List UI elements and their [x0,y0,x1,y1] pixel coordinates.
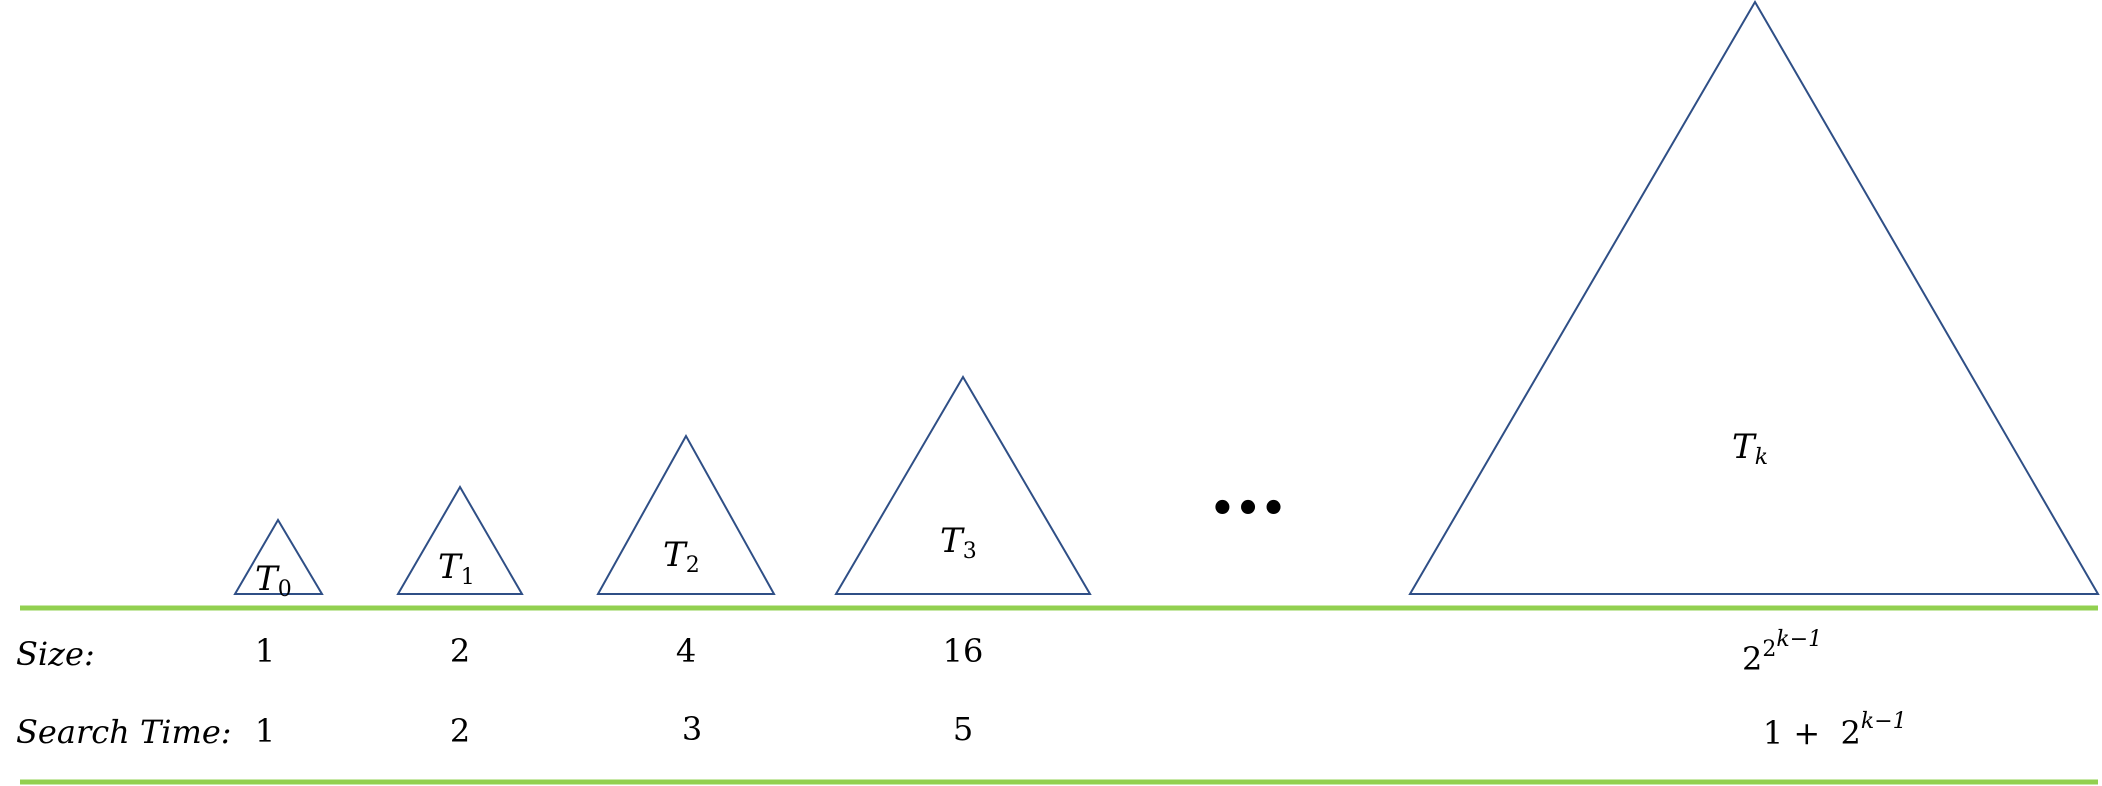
label-t2: T2 [663,535,700,578]
triangle-tk [1408,0,2100,595]
triangle-t3 [834,375,1092,595]
size-value-t3: 16 [943,632,984,670]
label-t0-letter: T [255,559,280,599]
label-t2-letter: T [663,535,688,575]
label-t1-letter: T [438,547,463,587]
search-value-t3: 5 [953,710,973,748]
label-t1: T1 [438,547,475,590]
size-tk-exp-base: 2 [1762,637,1776,662]
label-t3-sub: 3 [963,539,977,564]
size-value-tk: 22k−1 [1742,627,1822,678]
search-value-t1: 2 [450,712,470,750]
size-value-t1: 2 [450,632,470,670]
triangle-t0 [233,518,324,595]
triangle-t1 [396,485,524,595]
label-tk-sub: k [1755,445,1768,470]
search-tk-prefix: 1 + 2 [1763,714,1861,752]
size-value-t2: 4 [676,632,696,670]
search-tk-exp: k−1 [1861,709,1907,734]
size-row-label: Size: [16,635,95,673]
triangle-t2 [596,433,776,595]
label-t0: T0 [255,559,292,602]
label-t3-letter: T [940,521,965,561]
size-tk-base: 2 [1742,640,1762,678]
size-tk-exp-exp: k−1 [1776,627,1822,652]
search-value-t2: 3 [682,710,702,748]
search-value-tk: 1 + 2k−1 [1712,698,1937,752]
search-row-label: Search Time: [16,713,232,751]
label-t1-sub: 1 [461,565,475,590]
label-t2-sub: 2 [686,553,700,578]
label-t3: T3 [940,521,977,564]
label-t0-sub: 0 [278,577,292,602]
label-tk-letter: T [1732,427,1757,467]
size-value-t0: 1 [255,632,275,670]
label-tk: Tk [1732,427,1768,470]
search-value-t0: 1 [255,712,275,750]
ellipsis: ••• [1210,486,1287,532]
